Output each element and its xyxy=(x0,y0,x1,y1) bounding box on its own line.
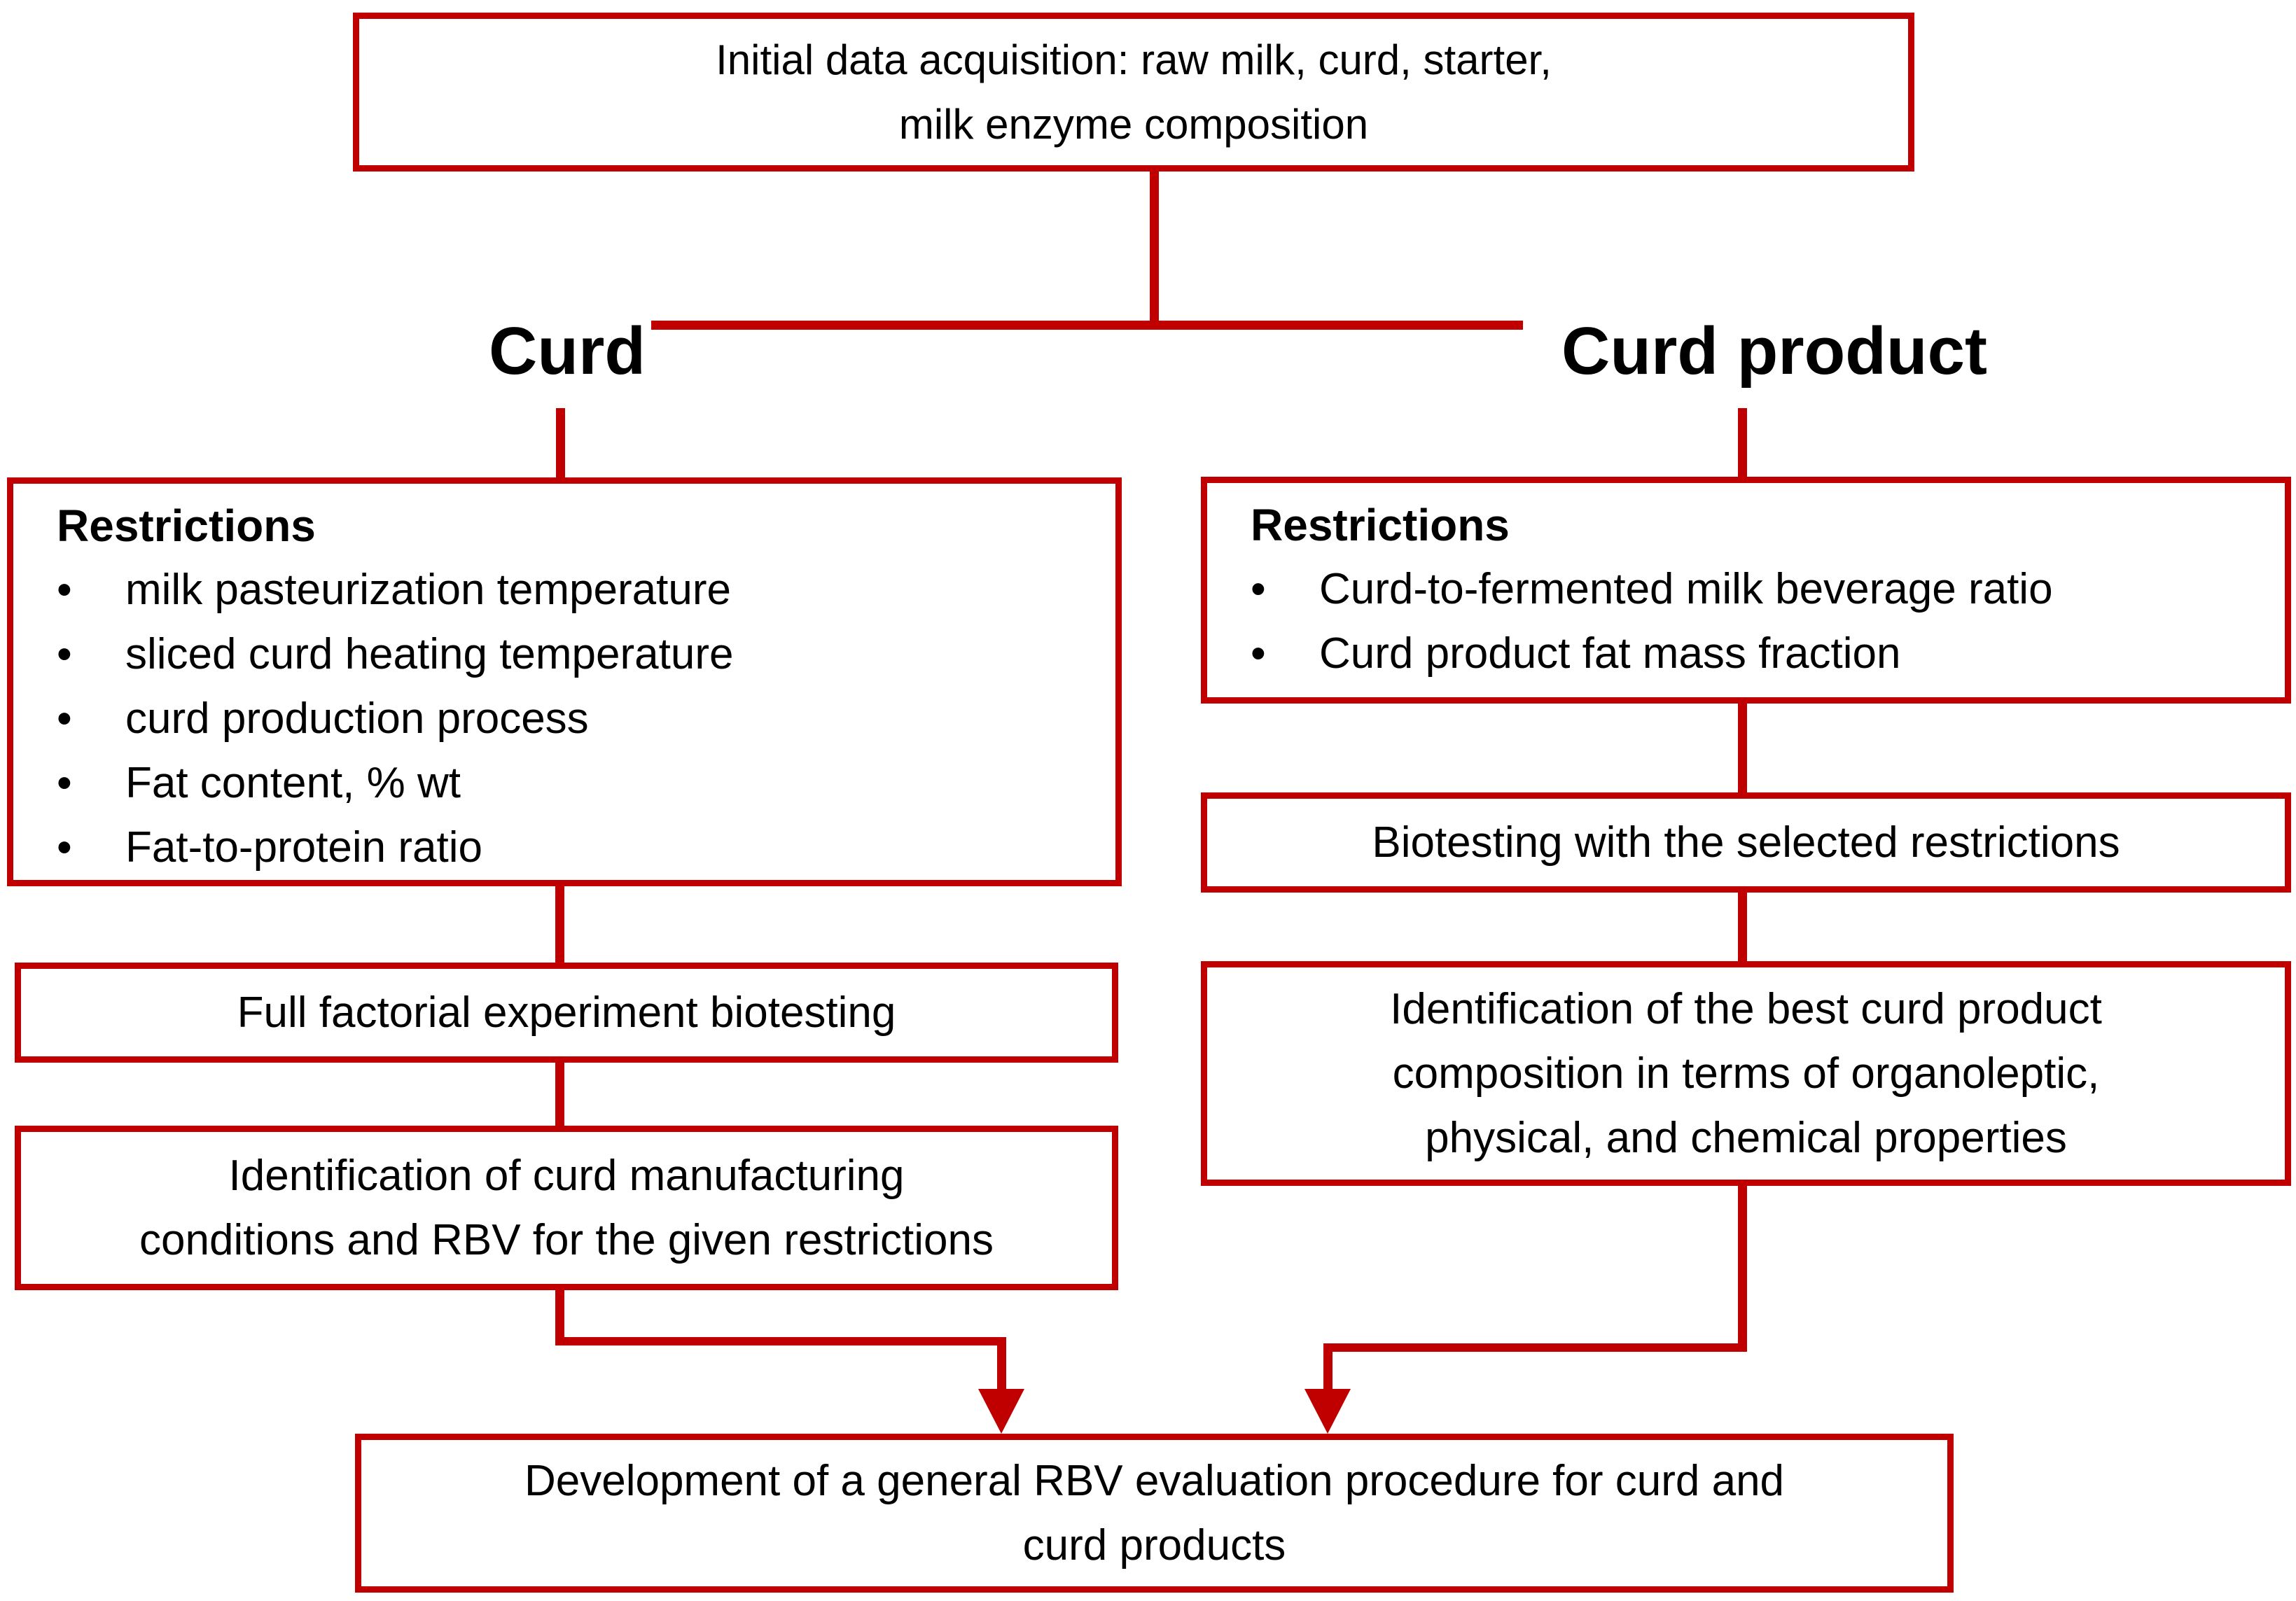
connector-biotesting-to-identification xyxy=(1738,893,1747,961)
connector-left-arrow-stem xyxy=(997,1337,1006,1392)
connector-right-elbow xyxy=(1323,1343,1747,1352)
list-item: curd production process xyxy=(57,687,1101,751)
list-item: sliced curd heating temperature xyxy=(57,622,1101,687)
list-item: milk pasteurization temperature xyxy=(57,558,1101,622)
node-full-factorial-biotesting: Full factorial experiment biotesting xyxy=(15,963,1118,1063)
branch-label-curd: Curd xyxy=(489,314,646,389)
connector-product-restrictions-to-biotesting xyxy=(1738,704,1747,792)
node-development-rbv-procedure: Development of a general RBV evaluation … xyxy=(355,1434,1954,1593)
node-initial-data-acquisition: Initial data acquisition: raw milk, curd… xyxy=(353,13,1914,172)
node-product-restrictions: Restrictions Curd-to-fermented milk beve… xyxy=(1201,477,2291,704)
connector-left-elbow xyxy=(555,1337,1006,1345)
node-product-identification: Identification of the best curd product … xyxy=(1201,961,2291,1186)
node-curd-restrictions: Restrictions milk pasteurization tempera… xyxy=(7,477,1122,886)
curd-restrictions-title: Restrictions xyxy=(57,501,316,551)
curd-restrictions-list: milk pasteurization temperature sliced c… xyxy=(57,558,1101,880)
product-restrictions-title: Restrictions xyxy=(1251,500,1510,550)
list-item: Curd-to-fermented milk beverage ratio xyxy=(1251,557,2271,622)
connector-curd-identification-down xyxy=(555,1290,564,1345)
connector-curd-restrictions-to-full-factorial xyxy=(555,886,564,963)
product-restrictions-list: Curd-to-fermented milk beverage ratio Cu… xyxy=(1251,557,2271,686)
list-item: Curd product fat mass fraction xyxy=(1251,622,2271,686)
arrow-down-icon xyxy=(1304,1389,1351,1434)
connector-curd-to-restrictions xyxy=(556,408,565,477)
node-biotesting-selected-restrictions: Biotesting with the selected restriction… xyxy=(1201,792,2291,893)
connector-split-bar xyxy=(651,321,1523,330)
arrow-down-icon xyxy=(978,1389,1024,1434)
list-item: Fat-to-protein ratio xyxy=(57,816,1101,880)
connector-initial-to-split xyxy=(1150,172,1159,321)
connector-product-to-restrictions xyxy=(1738,408,1747,477)
connector-right-arrow-stem xyxy=(1323,1343,1333,1392)
node-curd-identification: Identification of curd manufacturing con… xyxy=(15,1126,1118,1290)
connector-full-factorial-to-identification xyxy=(555,1063,564,1126)
list-item: Fat content, % wt xyxy=(57,751,1101,816)
branch-label-curd-product: Curd product xyxy=(1561,314,1987,389)
connector-product-identification-down xyxy=(1738,1186,1747,1352)
